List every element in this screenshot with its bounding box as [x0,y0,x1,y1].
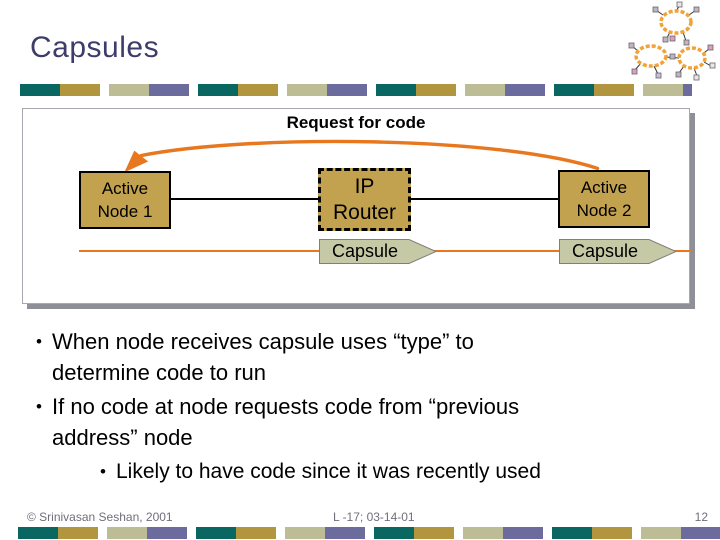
capsule-left-label: Capsule [331,241,399,261]
bullet-2-line-2: address” node [52,425,193,450]
bar-segment-gold [592,527,632,539]
bar-segment-purple [505,84,545,96]
top-divider-bar [20,84,692,96]
bar-gap [189,84,198,96]
bullet-text: When node receives capsule uses “type” t… [52,326,474,388]
bar-gap [543,527,552,539]
bar-gap [545,84,554,96]
bar-segment-gold [416,84,456,96]
bar-segment-olive [107,527,147,539]
ip-router-label-line1: IP [354,174,375,198]
bullet-marker: • [36,397,42,416]
bar-segment-gold [60,84,100,96]
bar-segment-teal [374,527,414,539]
bar-segment-gold [594,84,634,96]
request-for-code-label: Request for code [286,113,426,132]
bar-segment-gold [236,527,276,539]
bar-gap [365,527,374,539]
bar-segment-purple [683,84,692,96]
bar-segment-olive [109,84,149,96]
capsule-right-label: Capsule [571,241,639,261]
active-node1-label-line2: Node 1 [97,202,153,221]
bar-gap [454,527,463,539]
bullet-item-1: • When node receives capsule uses “type”… [36,326,676,388]
bullet-item-3: • Likely to have code since it was recen… [100,456,676,487]
active-node2-label-line1: Active [580,178,628,197]
bar-segment-teal [376,84,416,96]
footer-copyright: © Srinivasan Seshan, 2001 [27,510,173,524]
page-title: Capsules [30,31,160,64]
bar-segment-teal [554,84,594,96]
bar-gap [634,84,643,96]
bar-segment-teal [198,84,238,96]
bar-segment-purple [503,527,543,539]
bar-segment-gold [238,84,278,96]
footer-lecture-id: L -17; 03-14-01 [333,510,415,524]
bar-segment-purple [147,527,187,539]
diagram-panel: Request for code Active Node 1 IP Router… [22,108,691,304]
bar-gap [367,84,376,96]
bar-segment-purple [681,527,720,539]
bar-segment-olive [285,527,325,539]
bullet-1-line-1: When node receives capsule uses “type” t… [52,329,474,354]
bar-segment-purple [327,84,367,96]
active-node2-box: Active Node 2 [558,170,650,228]
bottom-divider-bar [18,527,720,539]
bar-segment-olive [641,527,681,539]
active-node2-label-line2: Node 2 [576,201,632,220]
bar-gap [187,527,196,539]
capsule-arrow-right: Capsule [559,239,678,264]
bar-segment-purple [325,527,365,539]
bar-segment-teal [20,84,60,96]
bar-gap [98,527,107,539]
capsule-arrow-left: Capsule [319,239,438,264]
bullet-3-line-1: Likely to have code since it was recentl… [116,460,541,483]
footer-page-number: 12 [694,510,708,524]
bullet-item-2: • If no code at node requests code from … [36,391,676,453]
bullet-text: Likely to have code since it was recentl… [116,456,541,487]
bar-segment-gold [414,527,454,539]
bar-gap [276,527,285,539]
ip-router-box: IP Router [318,168,411,231]
bullet-text: If no code at node requests code from “p… [52,391,519,453]
bullet-marker: • [100,462,106,481]
bar-segment-olive [643,84,683,96]
active-node1-label-line1: Active [101,179,149,198]
bar-segment-olive [465,84,505,96]
active-node1-box: Active Node 1 [79,171,171,229]
bar-segment-purple [149,84,189,96]
bar-segment-teal [18,527,58,539]
bullet-2-line-1: If no code at node requests code from “p… [52,394,520,419]
bar-segment-teal [552,527,592,539]
bar-segment-olive [463,527,503,539]
bar-gap [456,84,465,96]
bullet-marker: • [36,332,42,351]
bar-gap [632,527,641,539]
bullet-1-line-2: determine code to run [52,360,267,385]
ip-router-label-line2: Router [332,200,397,224]
bar-segment-olive [287,84,327,96]
bar-segment-gold [58,527,98,539]
bar-gap [100,84,109,96]
network-clouds-icon [628,1,716,81]
bullet-list: • When node receives capsule uses “type”… [36,326,676,490]
bar-segment-teal [196,527,236,539]
bar-gap [278,84,287,96]
